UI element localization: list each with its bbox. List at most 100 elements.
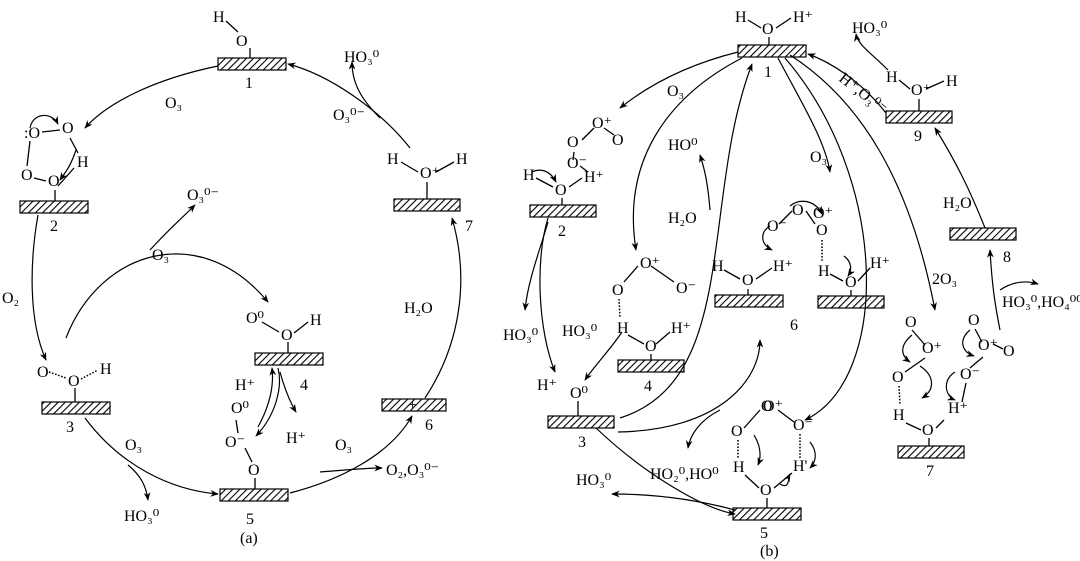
surface-site-b6b — [817, 295, 885, 309]
ozone-complex-b2: O⁺ O O O⁻ H O H⁺ — [523, 115, 624, 205]
ozone-water-complex-b7: O O⁺ O H O — [892, 314, 942, 446]
ozone-water-complex-b4: O O⁺ O⁻ H O H⁺ — [612, 255, 696, 360]
o2-o3minus-label-a: O₂,O₃⁰⁻ — [386, 462, 439, 479]
oxygen-atom: O — [612, 282, 624, 299]
surface-site-b9 — [885, 110, 953, 124]
surface-site-a4 — [254, 352, 324, 366]
surface-site-a7 — [393, 198, 461, 212]
hydrogen-atom: H — [946, 73, 958, 90]
o2-label-a: O₂ — [2, 290, 19, 307]
ho3-label-a-top: HO₃⁰ — [344, 49, 379, 66]
oxygen-atom: O — [968, 312, 980, 329]
oxygen-atom: O — [792, 202, 804, 219]
surface-site-b8 — [949, 227, 1017, 241]
proton-exchange-a4-a5: H⁺ H⁺ — [235, 367, 306, 447]
h-o3minus-label-b: H⁺,O₃⁰⁻ — [836, 70, 891, 118]
o3minus-label-a-mid: O₃⁰⁻ — [187, 187, 219, 204]
arrow-b1-to-b2 — [619, 51, 739, 109]
proton-label: H⁺ — [584, 169, 604, 186]
arrow-b7-to-b8 — [987, 249, 1001, 331]
o3-label-a-top: O₃ — [165, 95, 182, 112]
proton-label: H⁺ — [870, 255, 890, 272]
hydronium-b1: H O H⁺ — [735, 9, 813, 45]
ho3-label-b-left: HO₃⁰ — [503, 327, 538, 344]
o3minus-label-a-top: O₃⁰⁻ — [333, 107, 365, 124]
arrow-ho2-release-b6 — [685, 409, 721, 449]
arrow-a3-to-a5 — [84, 417, 219, 497]
proton-label: H⁺ — [286, 430, 306, 447]
arrow-ho-release-b1 — [699, 154, 711, 211]
h2o-label-b-mid: H₂O — [668, 210, 697, 227]
o3-label-a-bottom-left: O₃ — [125, 437, 142, 454]
oxygen-atom: O — [731, 423, 743, 440]
arrow-ho3-release-a3 — [127, 464, 151, 501]
oxygen-atom: O⁺ — [922, 340, 942, 357]
site-label-b1: 1 — [764, 64, 772, 81]
arrow-a5-to-a6 — [289, 415, 413, 494]
oxygen-minus: O⁻ — [960, 366, 980, 383]
site-label-b4: 4 — [644, 378, 652, 395]
panel-b: 1 2 3 4 5 6 7 8 9 (b) H O H⁺ O⁺ O O O⁻ H… — [503, 9, 1080, 560]
oxygen-atom: O — [37, 364, 49, 381]
ho2-ho-label-b: HO₂⁰,HO⁰ — [650, 466, 719, 483]
hydrogen-atom: H — [456, 151, 468, 168]
ho0-label-b: HO⁰ — [668, 137, 698, 154]
site-label-b7: 7 — [926, 463, 934, 480]
oxygen-atom: O⁺ — [763, 398, 783, 415]
proton-label: H⁺ — [773, 258, 793, 275]
site-label-a7: 7 — [465, 218, 473, 235]
ozone-bridged-complex-b5: O O⁺ O O⁻ H O H' — [731, 398, 818, 508]
oxygen-atom: O — [761, 398, 773, 415]
hydronium-b9: H O⁺ H — [886, 69, 958, 111]
ozone-adsorbed-b8: O O⁺ O O⁻ H⁺ — [935, 312, 1015, 429]
oxygen-atom: O⁺ — [813, 205, 833, 222]
oxygen-atom: O — [567, 134, 579, 151]
hydrogen-atom: H — [77, 154, 89, 171]
surface-site-b7 — [897, 445, 965, 459]
oxygen-atom: O — [905, 314, 917, 331]
oxygen-radical: O⁰ — [246, 310, 264, 327]
hydrogen-atom: H — [893, 407, 905, 424]
arrow-a7-to-a1 — [287, 62, 411, 149]
o3-label-b-top: O₃ — [667, 83, 684, 100]
hydrogen-atom: H — [886, 69, 898, 86]
arrow-o2-release-a5 — [319, 464, 383, 473]
oxygen-atom: O — [48, 173, 60, 190]
arrow-ho3-release-b5 — [611, 490, 736, 511]
hydrogen-atom: H — [735, 9, 747, 26]
arrow-b1-to-b7 — [789, 54, 937, 311]
oxygen-atom: O⁺ — [640, 255, 660, 272]
oxygen-atom: O — [892, 369, 904, 386]
radical-hydroxyl-a4: O⁰ O H — [246, 310, 322, 353]
h2o-label-a: H₂O — [404, 300, 433, 317]
panel-a: 1 2 3 4 5 6 7 (a) H O :O O O O H — [2, 9, 473, 547]
arrow-b3-to-b1 — [619, 63, 753, 419]
o3-label-b-mid: O₃ — [810, 149, 827, 166]
oxygen-radical-b3: H⁺ O⁰ — [537, 377, 588, 416]
proton-label: H⁺ — [948, 400, 968, 417]
arrow-b4-to-b3 — [584, 331, 623, 381]
arrow-b1-to-b4 — [631, 57, 743, 251]
oxygen-atom: O — [1003, 343, 1015, 360]
oxygen-radical: O⁰ — [570, 385, 588, 402]
oxygen-atom: O — [612, 132, 624, 149]
arrow-a1-to-a2 — [84, 65, 219, 129]
ho3-label-b-bottom: HO₃⁰ — [576, 472, 611, 489]
site-label-a3: 3 — [66, 419, 74, 436]
proton-label: H⁺ — [671, 320, 691, 337]
oxygen-minus: O⁻ — [225, 434, 245, 451]
oxygen-atom: O — [236, 33, 248, 50]
arrow-a2-to-a3 — [31, 214, 47, 361]
arrow-b8-to-b9 — [934, 127, 986, 229]
panel-caption-a: (a) — [240, 530, 258, 547]
site-label-a5: 5 — [246, 511, 254, 528]
arrow-ho3-release-b9 — [854, 33, 889, 71]
arrow-o3minus-release-a — [149, 204, 196, 251]
hydronium-a7: H O⁺ H — [387, 151, 468, 199]
surface-site-b3 — [547, 415, 615, 429]
oxygen-atom: O — [742, 272, 754, 289]
oxygen-atom: O — [845, 274, 857, 291]
hydrogen-atom: H — [387, 151, 399, 168]
arrow-b3-to-b5-bottom — [595, 427, 736, 517]
